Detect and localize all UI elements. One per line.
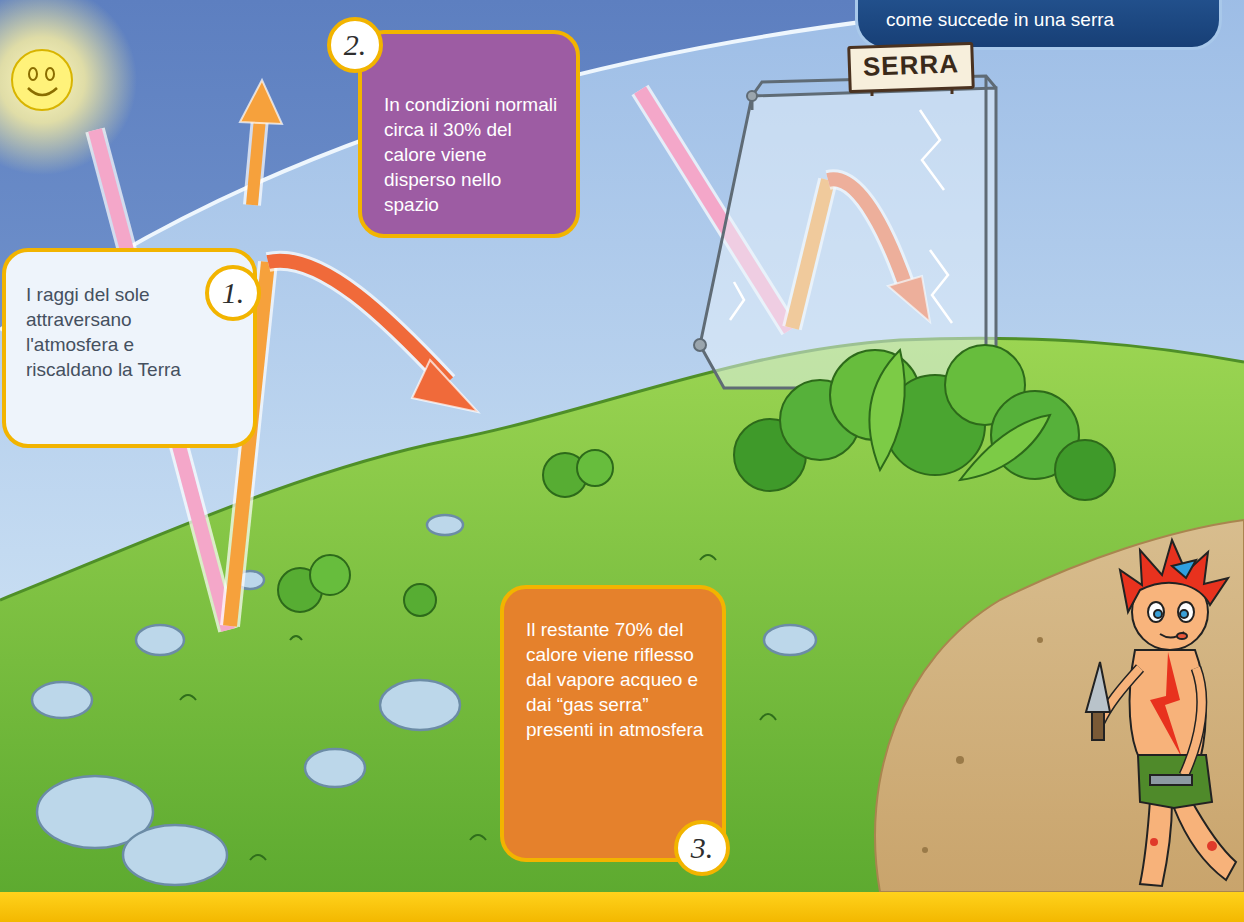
dirt-path xyxy=(875,520,1244,892)
gardener-girl-part xyxy=(1184,668,1202,775)
gardener-girl-part xyxy=(1150,775,1192,785)
greenhouse-part xyxy=(700,88,996,388)
gardener-girl-part xyxy=(1207,841,1217,851)
greenhouse-part xyxy=(694,339,706,351)
sun-part xyxy=(12,50,72,110)
greenhouse-sign: SERRA xyxy=(847,42,975,93)
light-rays-part xyxy=(240,80,282,124)
gardener-girl xyxy=(1086,540,1236,886)
box-text: In condizioni normali circa il 30% del c… xyxy=(384,92,560,217)
callout-box: 3.Il restante 70% del calore viene rifle… xyxy=(500,585,726,862)
rocks-part xyxy=(380,680,460,730)
sun-part xyxy=(28,88,57,95)
gardener-girl-part xyxy=(1174,798,1236,880)
gardener-girl-part xyxy=(1184,668,1202,775)
box-text: SERRA xyxy=(856,48,965,83)
greenhouse-plants-part xyxy=(960,415,1050,480)
bushes-part xyxy=(404,584,436,616)
gardener-girl-part xyxy=(1172,560,1196,578)
greenhouse xyxy=(694,76,996,388)
greenhouse-plants-part xyxy=(870,350,905,470)
greenhouse-part xyxy=(985,76,988,372)
greenhouse-part xyxy=(730,110,952,323)
callout-number: 3. xyxy=(674,820,730,876)
gardener-girl-part xyxy=(1138,755,1212,808)
greenhouse-part xyxy=(747,91,757,101)
box-text: come succede in una serra xyxy=(886,7,1199,32)
sun-part xyxy=(29,68,37,80)
dirt-path-part xyxy=(1037,637,1043,643)
bottom-band-part xyxy=(0,892,1244,922)
rocks-part xyxy=(136,625,184,655)
box-text: Il restante 70% del calore viene rifless… xyxy=(526,617,708,742)
gardener-girl-part xyxy=(1178,602,1194,622)
box-text: I raggi del sole attraversano l'atmosfer… xyxy=(26,282,213,382)
caption-box: come succede in una serra xyxy=(855,0,1222,50)
dirt-path-part xyxy=(922,847,928,853)
light-rays-part xyxy=(268,261,448,382)
gardener-girl-part xyxy=(1086,662,1110,712)
rocks-part xyxy=(32,682,92,718)
bottom-band xyxy=(0,892,1244,922)
rocks-part xyxy=(764,625,816,655)
sun-part xyxy=(46,68,54,80)
gardener-girl-part xyxy=(1092,712,1104,740)
gardener-girl-part xyxy=(1180,610,1188,618)
light-rays-part xyxy=(252,118,260,205)
gardener-girl-part xyxy=(1154,610,1162,618)
light-rays-part xyxy=(412,360,478,412)
gardener-girl-part xyxy=(1120,540,1228,612)
rocks-part xyxy=(123,825,227,885)
dirt-path-part xyxy=(956,756,964,764)
rocks-part xyxy=(305,749,365,787)
rocks xyxy=(32,515,816,885)
light-rays-part xyxy=(268,261,448,382)
gardener-girl-part xyxy=(1150,652,1182,758)
greenhouse-plants xyxy=(734,345,1115,500)
greenhouse-plants-part xyxy=(1055,440,1115,500)
callout-box: 2.In condizioni normali circa il 30% del… xyxy=(358,30,580,238)
gardener-girl-part xyxy=(1150,838,1158,846)
callout-box: 1.I raggi del sole attraversano l'atmosf… xyxy=(2,248,257,448)
bushes-part xyxy=(577,450,613,486)
gardener-girl-part xyxy=(1148,602,1164,622)
light-rays-part xyxy=(252,118,260,205)
sun-part xyxy=(0,0,137,175)
sun xyxy=(0,0,137,175)
dirt-path-part xyxy=(875,520,1244,892)
bushes-part xyxy=(310,555,350,595)
gardener-girl-part xyxy=(1177,633,1187,639)
rocks-part xyxy=(427,515,463,535)
gardener-girl-part xyxy=(1140,800,1172,886)
callout-number: 1. xyxy=(205,265,261,321)
callout-number: 2. xyxy=(327,17,383,73)
